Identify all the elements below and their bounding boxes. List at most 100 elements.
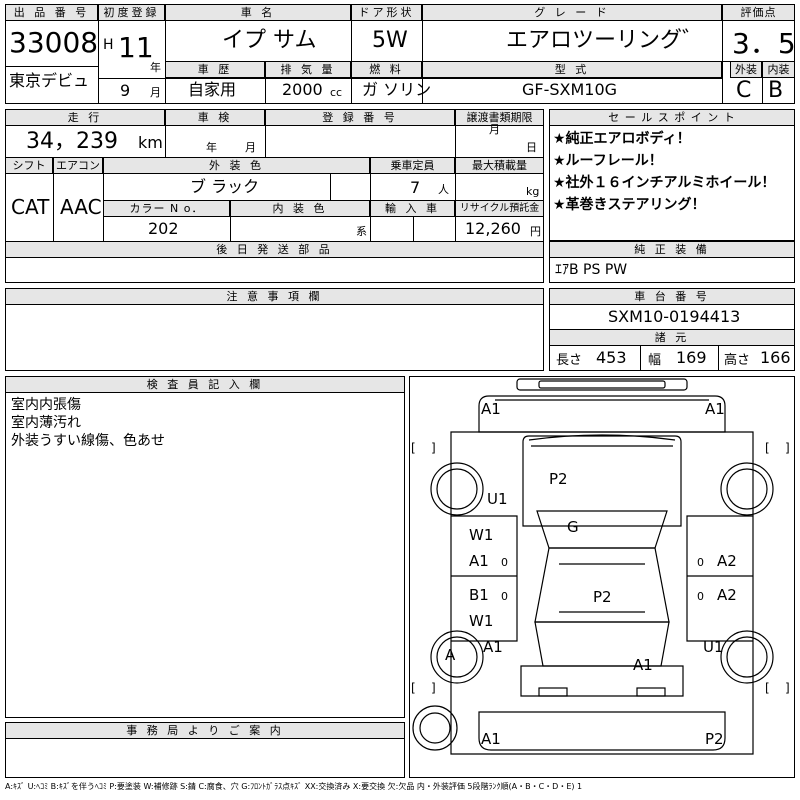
interior-color-header: 内 装 色 — [230, 200, 370, 217]
transfer-month-unit: 月 — [489, 123, 500, 136]
svg-text:[: [ — [411, 441, 416, 455]
grade-header: グ レ ー ド — [422, 4, 722, 21]
equipment-value: ｴｱB PS PW — [555, 262, 628, 278]
svg-text:]: ] — [431, 441, 436, 455]
month-unit: 月 — [150, 86, 161, 99]
mileage-value: 34，239 — [26, 129, 118, 154]
car-diagram-frame — [409, 376, 795, 778]
equipment-header: 純 正 装 備 — [549, 241, 795, 258]
height-value: 166 — [760, 348, 791, 367]
lot-number-header: 出 品 番 号 — [5, 4, 98, 21]
rear-right-wheel-outline — [720, 630, 774, 684]
capacity-unit: 人 — [438, 183, 449, 196]
mark-right-quarter: U1 — [703, 638, 724, 656]
sales-point-3: ★社外１６インチアルミホイール！ — [553, 175, 776, 191]
mark-rear-left: A1 — [481, 730, 501, 748]
ac-value: AAC — [60, 195, 102, 219]
fuel-header: 燃 料 — [351, 61, 422, 78]
fuel-value: ガ ソリン — [362, 80, 432, 99]
mark-left-front-door-a: A1 — [469, 552, 489, 570]
exterior-grade-header: 外装 — [730, 61, 762, 78]
shift-value: CAT — [11, 195, 50, 219]
svg-text:[: [ — [765, 681, 770, 695]
color-header: 外 装 色 — [103, 157, 370, 174]
sales-point-1: ★純正エアロボディ！ — [553, 131, 691, 147]
svg-text:0: 0 — [501, 590, 508, 603]
hood-outline — [522, 435, 682, 527]
ac-header: エアコン — [53, 157, 103, 174]
rear-panel-outline — [520, 665, 684, 697]
width-label: 幅 — [648, 353, 662, 368]
mark-front-right: A1 — [705, 400, 725, 418]
reg-month: 9 — [120, 81, 131, 100]
door-type: 5W — [372, 28, 408, 53]
inspector-header: 検 査 員 記 入 欄 — [5, 376, 405, 393]
model-value: GF-SXM10G — [522, 80, 618, 99]
shift-header: シフト — [5, 157, 53, 174]
inspector-line-1: 室内内張傷 — [11, 397, 81, 413]
mark-hood: P2 — [549, 470, 568, 488]
left-doors-outline — [451, 515, 518, 642]
mark-left-rear-door-b: B1 — [469, 586, 489, 604]
year-unit: 年 — [150, 61, 161, 74]
sales-point-2: ★ルーフレール！ — [553, 153, 663, 169]
displacement-header: 排 気 量 — [265, 61, 351, 78]
displacement-value: 2000 — [282, 80, 323, 99]
svg-text:0: 0 — [697, 590, 704, 603]
car-name: イプ サム — [222, 28, 317, 53]
load-header: 最大積載量 — [455, 157, 544, 174]
interior-color-unit: 系 — [356, 225, 367, 238]
mark-front-left: A1 — [481, 400, 501, 418]
mark-windshield: G — [567, 518, 579, 536]
import-header: 輸 入 車 — [370, 200, 455, 217]
rear-left-wheel-outline — [430, 630, 484, 684]
sales-points-header: セ ー ル ス ポ イ ン ト — [549, 109, 795, 126]
right-doors-outline — [686, 515, 753, 642]
mark-rear-right: P2 — [705, 730, 724, 748]
dims-header: 諸 元 — [549, 329, 795, 346]
later-parts-header: 後 日 発 送 部 品 — [5, 241, 544, 258]
svg-text:[: [ — [411, 681, 416, 695]
recycle-header: リサイクル預託金 — [455, 200, 544, 217]
svg-text:]: ] — [785, 681, 790, 695]
width-value: 169 — [676, 348, 707, 367]
sales-point-4: ★革巻きステアリング！ — [553, 197, 706, 213]
lot-number: 33008 — [9, 26, 99, 59]
svg-text:0: 0 — [697, 556, 704, 569]
mileage-header: 走 行 — [5, 109, 165, 126]
door-header: ドア形状 — [351, 4, 422, 21]
front-left-wheel-outline — [430, 462, 484, 516]
mark-left-front-door-w: W1 — [469, 526, 493, 544]
mark-rear-left-wheel: A — [445, 646, 456, 664]
mark-left-rear-door-w: W1 — [469, 612, 493, 630]
history-value: 自家用 — [188, 80, 237, 99]
front-bumper-outline — [478, 395, 726, 433]
mark-right-rear-door: A2 — [717, 586, 737, 604]
inspector-line-3: 外装うすい線傷、色あせ — [11, 433, 165, 449]
body-outline — [450, 431, 754, 755]
front-right-wheel-outline — [720, 462, 774, 516]
first-reg-header: 初度登録 — [98, 4, 165, 21]
inspector-line-2: 室内薄汚れ — [11, 415, 81, 431]
interior-grade-header: 内装 — [762, 61, 795, 78]
svg-text:[: [ — [765, 441, 770, 455]
model-header: 型 式 — [422, 61, 722, 78]
caution-header: 注 意 事 項 欄 — [5, 288, 544, 305]
inspection-header: 車 検 — [165, 109, 265, 126]
windshield-outline — [536, 510, 668, 549]
reg-year: 11 — [118, 31, 154, 64]
score-value: 3．5 — [732, 27, 796, 60]
recycle-value: 12,260 — [465, 219, 521, 238]
height-label: 高さ — [724, 353, 751, 368]
capacity-value: 7 — [410, 178, 421, 197]
mark-left-fender: U1 — [487, 490, 508, 508]
load-unit: kg — [526, 185, 540, 198]
office-header: 事 務 局 よ り ご 案 内 — [5, 722, 405, 739]
chassis-number: SXM10-0194413 — [608, 307, 741, 326]
inspection-year-unit: 年 — [206, 141, 217, 154]
mark-right-front-door: A2 — [717, 552, 737, 570]
color-no-value: 202 — [148, 219, 179, 238]
exterior-grade: C — [736, 78, 752, 103]
venue-name: 東京デビュ — [9, 71, 90, 90]
svg-text:]: ] — [431, 681, 436, 695]
